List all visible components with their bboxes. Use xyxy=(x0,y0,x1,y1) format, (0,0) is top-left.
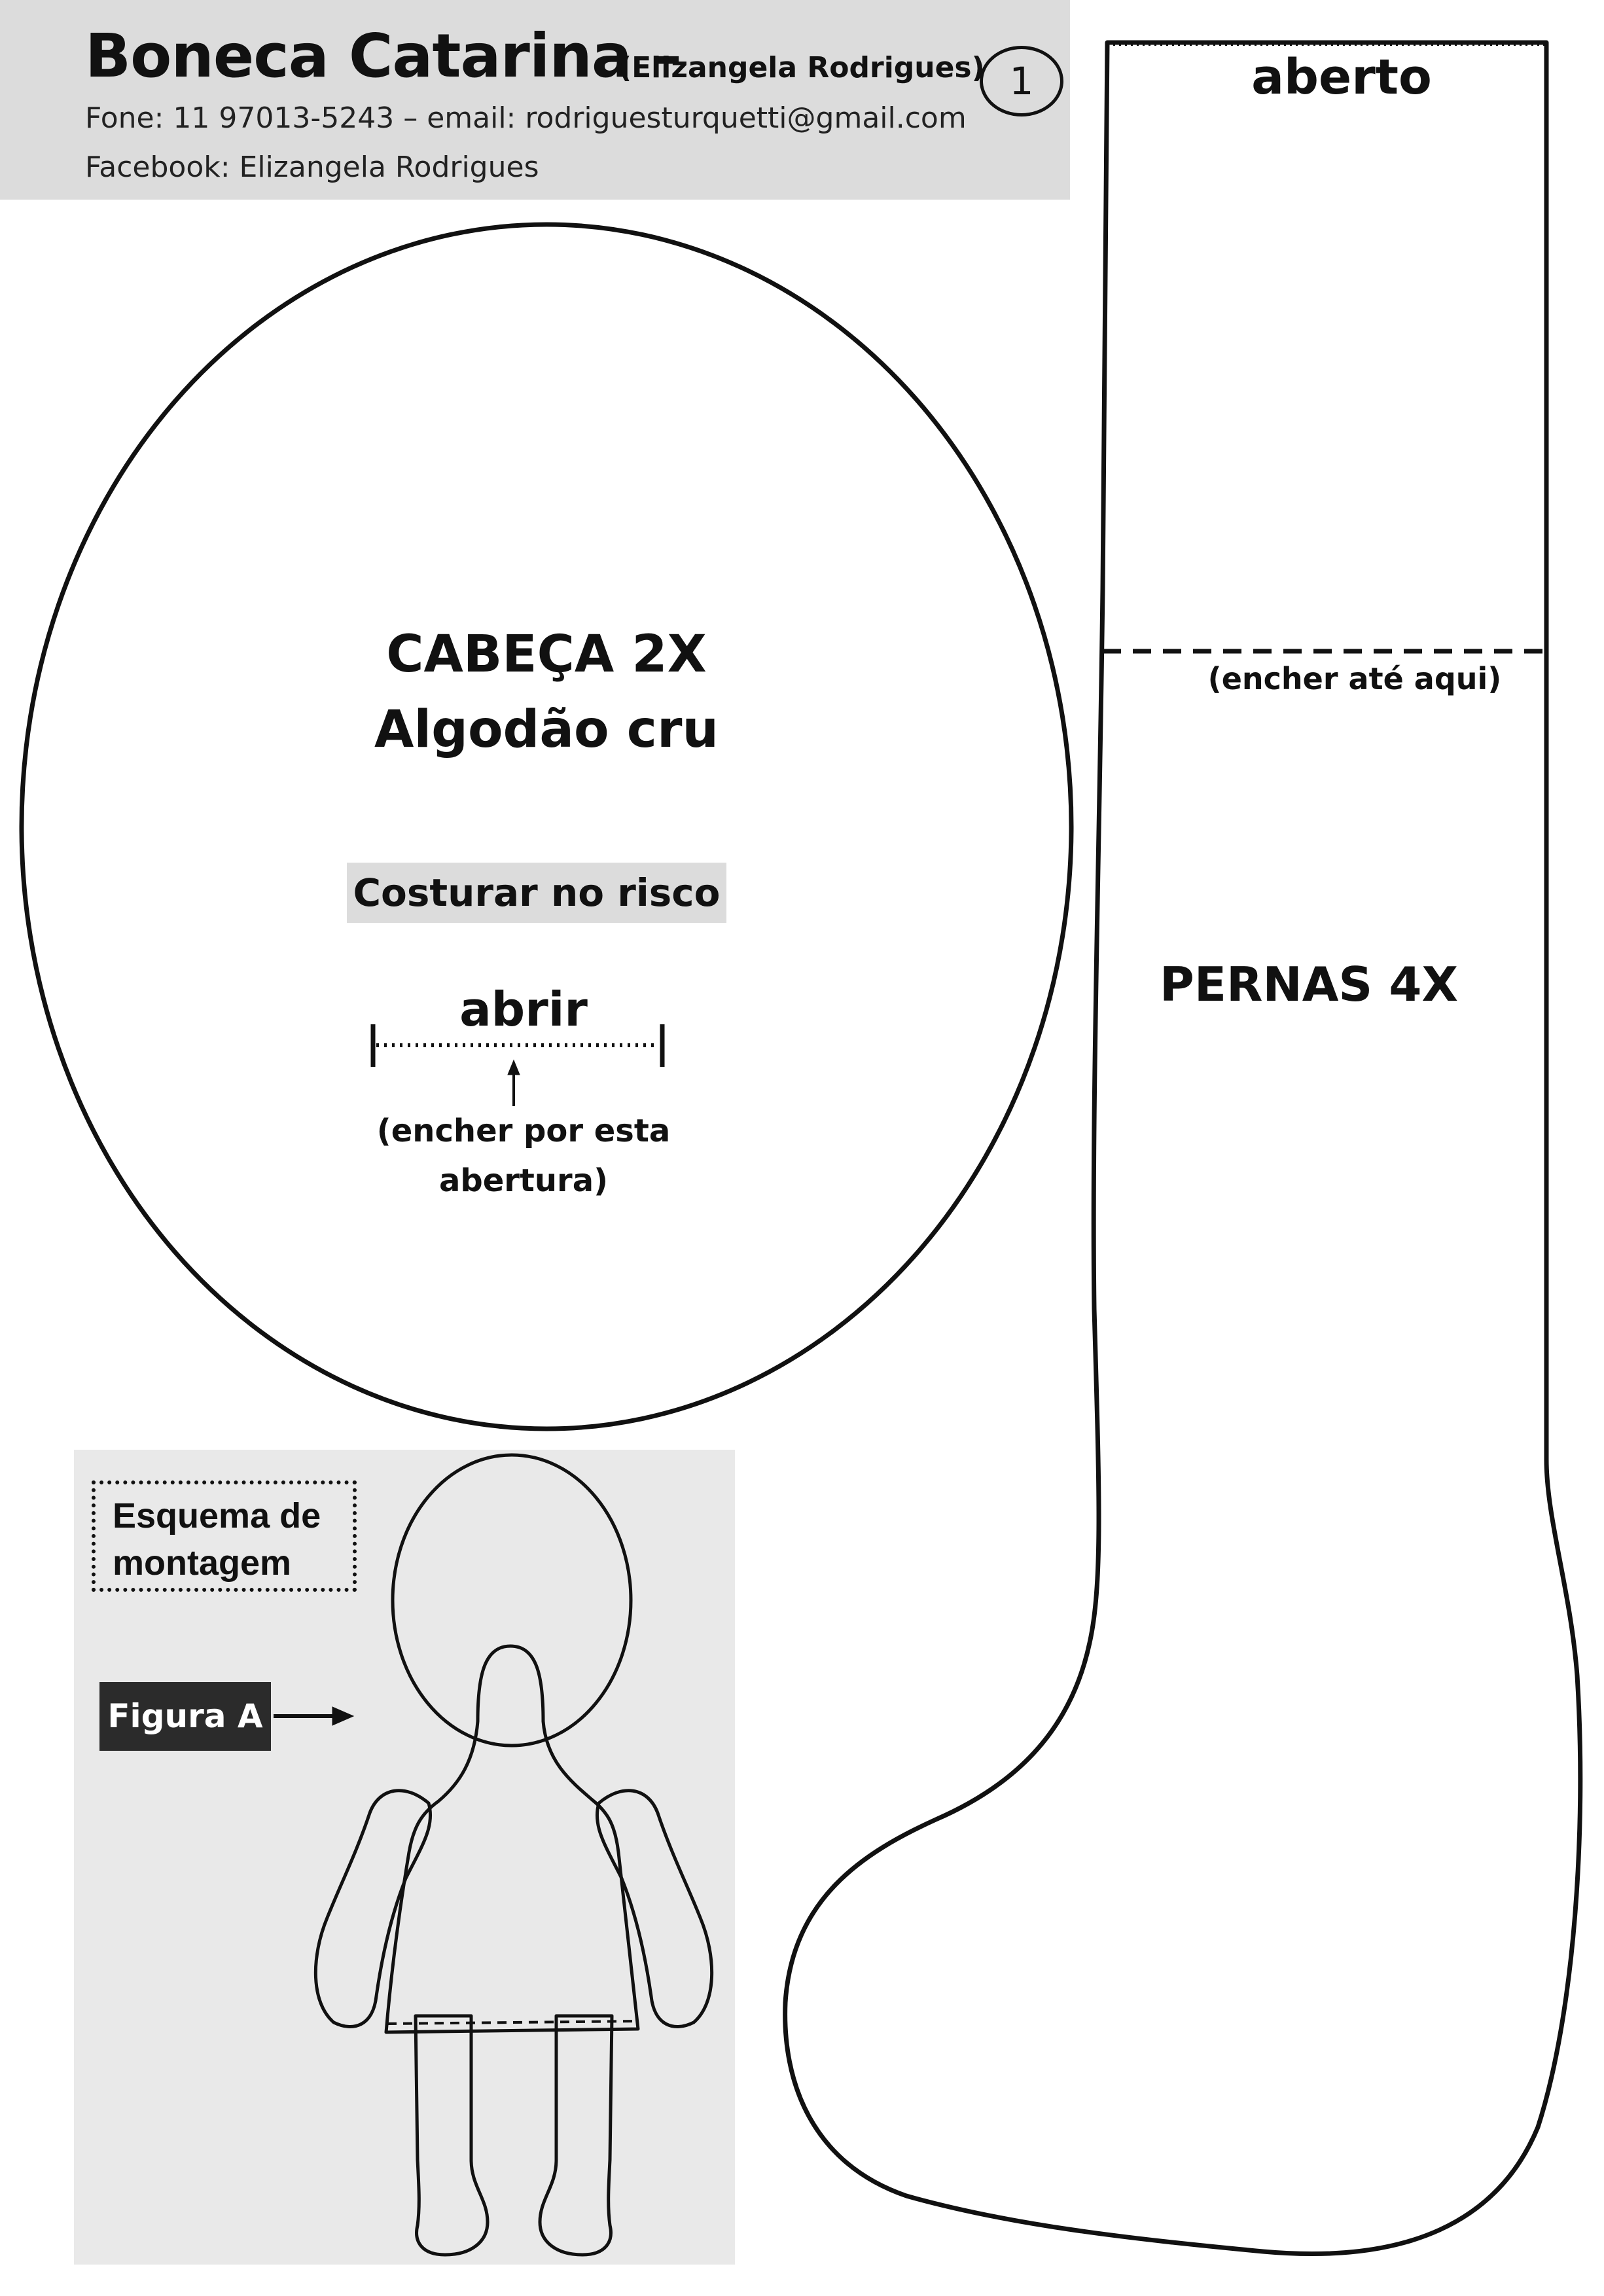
head-piece-title: CABEÇA 2X xyxy=(386,625,707,684)
doll-assembly-sketch xyxy=(313,1453,714,2257)
fill-opening-note: (encher por esta abertura) xyxy=(376,1113,671,1199)
header-banner xyxy=(0,0,1070,200)
leg-pattern-outline xyxy=(783,40,1583,2257)
doll-leg-left xyxy=(414,2014,490,2257)
assembly-scheme-title: Esquema de montagem xyxy=(92,1480,357,1592)
doll-arm-right xyxy=(595,1789,714,2028)
leg-open-label: aberto xyxy=(1251,49,1432,105)
arrow-right-icon xyxy=(274,1706,355,1726)
contact-line: Fone: 11 97013-5243 – email: rodriguestu… xyxy=(85,101,967,135)
facebook-line: Facebook: Elizangela Rodrigues xyxy=(85,151,539,184)
head-piece-material: Algodão cru xyxy=(374,700,719,759)
doll-waist-dashed-line xyxy=(387,2020,637,2025)
doll-leg-right xyxy=(538,2014,614,2257)
doll-arm-left xyxy=(313,1789,433,2028)
doll-body xyxy=(384,1644,640,2034)
author-name: (Elizangela Rodrigues) xyxy=(618,51,985,84)
arrow-up-icon xyxy=(507,1059,520,1106)
pattern-title: Boneca Catarina – xyxy=(85,21,682,91)
sew-note-badge: Costurar no risco xyxy=(347,863,726,923)
page-number-badge: 1 xyxy=(980,46,1063,117)
open-label: abrir xyxy=(459,982,588,1037)
opening-marker xyxy=(370,1024,665,1067)
leg-fill-note: (encher até aqui) xyxy=(1207,661,1502,696)
figure-a-tag: Figura A xyxy=(99,1682,271,1751)
assembly-scheme-panel xyxy=(74,1450,735,2265)
leg-piece-title: PERNAS 4X xyxy=(1160,957,1458,1012)
head-pattern-outline xyxy=(19,222,1074,1431)
doll-head xyxy=(391,1453,633,1748)
